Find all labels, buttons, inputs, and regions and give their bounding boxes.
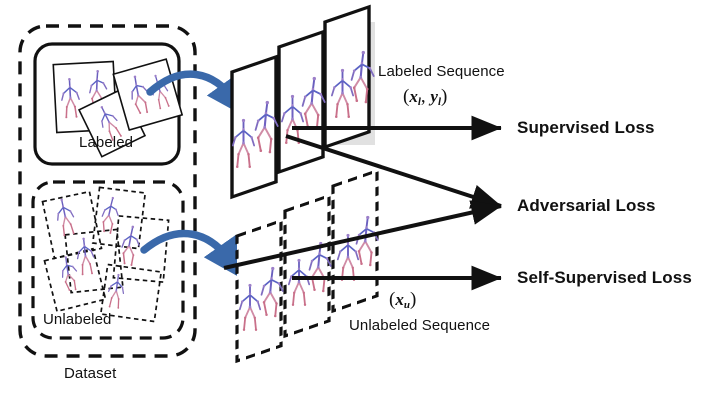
unlabeled-frame	[283, 193, 331, 339]
labeled-group-label: Labeled	[79, 134, 134, 151]
loss-label-supervised: Supervised Loss	[517, 118, 655, 137]
notation-y-subscript: l	[437, 96, 441, 108]
loss-label-self-supervised: Self-Supervised Loss	[517, 268, 692, 287]
loss-arrows	[223, 115, 502, 291]
dataset-label: Dataset	[64, 365, 117, 382]
notation-close-paren: )	[441, 86, 448, 107]
arrow-adversarial-from-unlabeled	[223, 200, 502, 270]
labeled-sequence-caption: Labeled Sequence	[378, 63, 505, 80]
notation-open-paren: (	[389, 289, 396, 310]
unlabeled-group-label: Unlabeled	[43, 311, 112, 328]
notation-comma: ,	[420, 86, 431, 107]
unlabeled-card	[43, 247, 107, 313]
unlabeled-card	[91, 186, 147, 250]
unlabeled-card	[112, 215, 170, 283]
labeled-frame	[230, 54, 278, 200]
unlabeled-box	[31, 180, 185, 340]
notation-open-paren: (	[403, 86, 410, 107]
unlabeled-frame	[235, 218, 283, 364]
labeled-frame	[323, 4, 375, 150]
unlabeled-card	[64, 228, 124, 294]
unlabeled-sequence-notation: (xu)	[389, 289, 416, 311]
notation-x: x	[409, 87, 418, 106]
unlabeled-group[interactable]	[31, 180, 185, 340]
notation-y: y	[430, 87, 438, 106]
notation-x-subscript: l	[417, 96, 421, 108]
notation-x-subscript: u	[403, 299, 410, 311]
unlabeled-card	[99, 263, 163, 323]
notation-x: x	[395, 290, 404, 309]
labeled-frame	[277, 29, 325, 175]
unlabeled-sequence-stack[interactable]	[235, 168, 379, 364]
arrow-adversarial-from-labeled	[285, 134, 502, 209]
blue-arrow-unlabeled	[140, 229, 244, 280]
labeled-group[interactable]	[33, 42, 184, 166]
loss-label-adversarial: Adversarial Loss	[517, 196, 656, 215]
unlabeled-sequence-caption: Unlabeled Sequence	[349, 317, 491, 334]
unlabeled-frame	[331, 168, 379, 314]
blue-arrow-labeled	[146, 70, 247, 118]
notation-close-paren: )	[409, 289, 417, 310]
labeled-sequence-notation: (xl, yl)	[403, 86, 447, 108]
